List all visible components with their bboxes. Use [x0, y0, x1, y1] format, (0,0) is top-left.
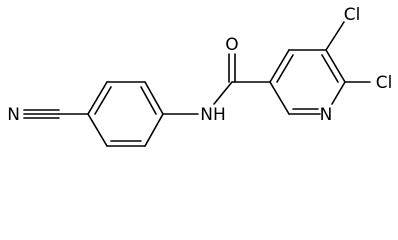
carbonyl-oxygen-label: O — [225, 35, 238, 55]
pyridine-bond-c3-c4 — [269, 49, 290, 83]
benzene-ring — [87, 81, 164, 147]
pyridine-inner-double-1 — [276, 54, 294, 83]
atom-labels: N O NH N Cl Cl — [7, 5, 392, 125]
chlorine-bottom-label: Cl — [376, 73, 393, 93]
benzene-bond-1 — [87, 81, 108, 115]
pyridine-nitrogen-label: N — [320, 105, 333, 125]
amide-nh-label: NH — [200, 105, 226, 125]
pyridine-bond-c2-c3 — [269, 81, 290, 115]
pyridine-ring — [269, 49, 346, 115]
benzene-bond-4 — [144, 113, 164, 147]
benzene-inner-double-2 — [140, 86, 157, 115]
benzene-inner-double-1 — [94, 86, 112, 115]
pyridine-inner-double-2 — [321, 54, 339, 83]
chlorine-top-label: Cl — [344, 5, 361, 25]
benzene-bond-3 — [144, 81, 164, 115]
cyano-nitrogen-label: N — [7, 105, 20, 125]
pyridine-bond-c5-c6 — [325, 49, 346, 83]
nh-to-carbonyl-bond — [213, 81, 233, 105]
benzene-bond-6 — [87, 113, 108, 147]
pyridine-bond-c6-n — [331, 81, 346, 105]
bonds — [23, 21, 371, 147]
c5-to-cl-top-bond — [325, 21, 345, 51]
chemical-structure-diagram: N O NH N Cl Cl — [7, 5, 392, 147]
